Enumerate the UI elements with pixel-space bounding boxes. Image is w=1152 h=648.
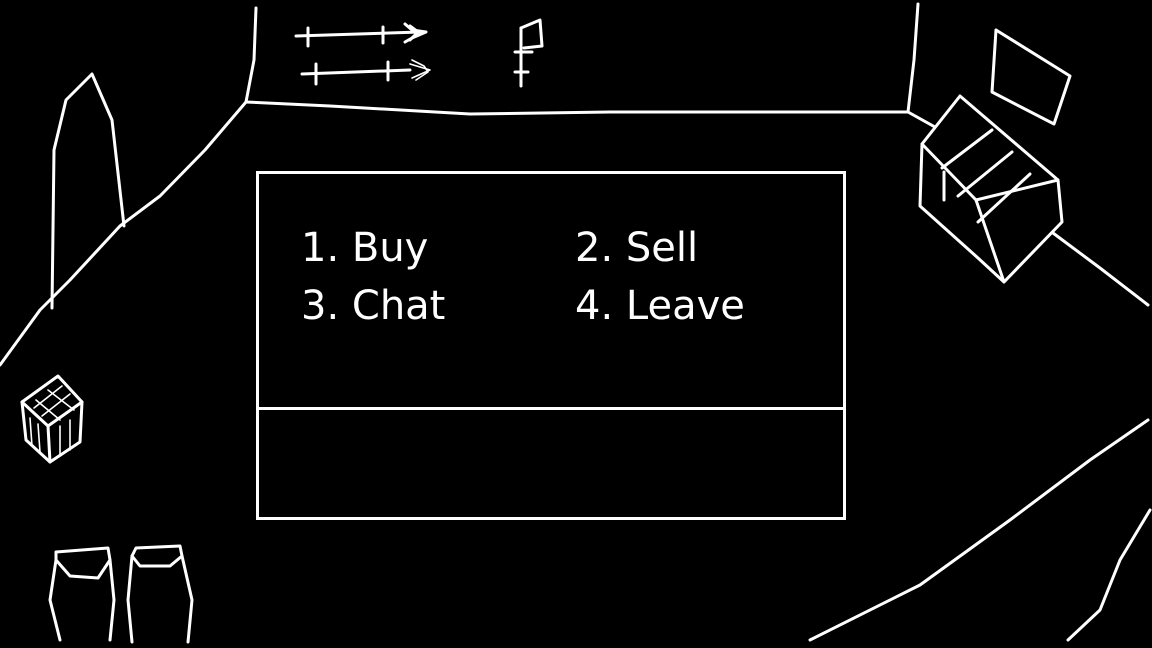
crate-icon <box>20 374 84 464</box>
spear-rack-icon <box>294 22 431 86</box>
option-label: Buy <box>351 225 429 271</box>
signpost-flag-icon <box>513 18 544 88</box>
option-label: Sell <box>625 225 699 271</box>
menu-panel: 1. Buy 2. Sell 3. Chat 4. Leave <box>259 174 843 410</box>
menu-option-buy[interactable]: 1. Buy <box>301 224 428 272</box>
message-panel <box>259 410 843 517</box>
option-number: 1. <box>301 225 340 271</box>
menu-option-leave[interactable]: 4. Leave <box>575 282 745 330</box>
option-number: 2. <box>575 225 614 271</box>
option-number: 3. <box>301 283 340 329</box>
pillar-icon <box>50 72 126 310</box>
barrel-icon <box>48 544 194 644</box>
option-label: Leave <box>625 283 745 329</box>
shield-icon <box>990 28 1072 126</box>
dialog-box: 1. Buy 2. Sell 3. Chat 4. Leave <box>256 171 846 520</box>
menu-option-sell[interactable]: 2. Sell <box>575 224 698 272</box>
bed-icon <box>918 94 1064 284</box>
menu-option-chat[interactable]: 3. Chat <box>301 282 445 330</box>
option-label: Chat <box>351 283 446 329</box>
option-number: 4. <box>575 283 614 329</box>
